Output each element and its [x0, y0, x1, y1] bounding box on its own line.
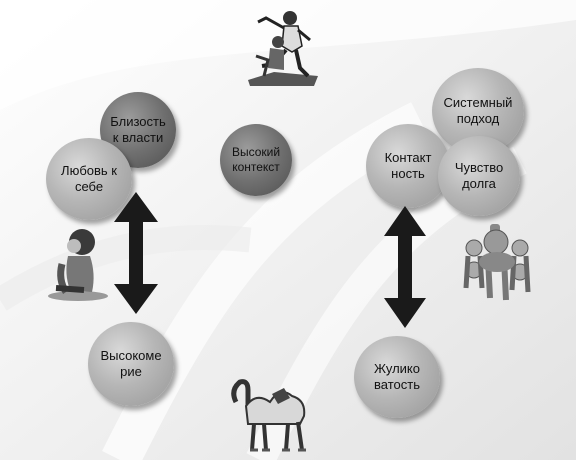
runners-clipart-icon: [248, 11, 318, 86]
node-context: Высокий контекст: [220, 124, 292, 196]
node-contact-label: Контакт ность: [384, 149, 432, 181]
node-system-label: Системный подход: [443, 94, 513, 126]
double-arrow-right: [384, 206, 426, 328]
node-contact: Контакт ность: [366, 124, 450, 208]
node-selflove-label: Любовь к себе: [61, 162, 117, 194]
node-cunning-label: Жулико ватость: [374, 360, 420, 392]
node-power: Близость к власти: [100, 92, 176, 168]
sitting-child-clipart-icon: [48, 229, 108, 301]
double-arrow-left: [114, 192, 158, 314]
node-power-label: Близость к власти: [110, 113, 166, 145]
node-selflove: Любовь к себе: [46, 138, 132, 220]
node-duty: Чувство долга: [438, 136, 520, 216]
team-figures-clipart-icon: [463, 224, 531, 301]
node-arrogance-label: Высокоме рие: [100, 347, 162, 379]
node-context-label: Высокий контекст: [231, 145, 281, 174]
node-arrogance: Высокоме рие: [88, 322, 174, 406]
node-duty-label: Чувство долга: [454, 159, 504, 191]
camel-clipart-icon: [231, 379, 306, 452]
node-cunning: Жулико ватость: [354, 336, 440, 418]
